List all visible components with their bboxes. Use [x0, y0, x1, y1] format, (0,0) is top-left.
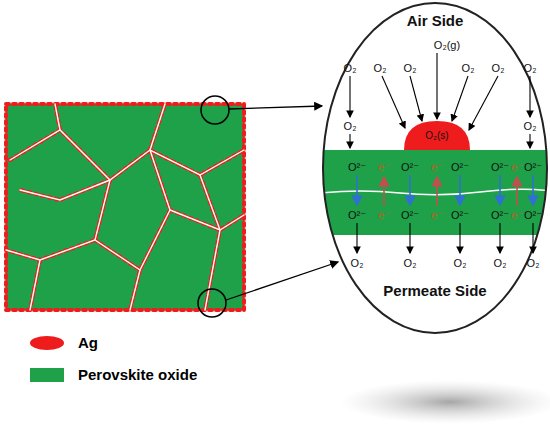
species-label: O₂: [454, 258, 467, 269]
magnified-view: [320, 3, 550, 333]
species-label: O²⁻: [451, 162, 469, 173]
species-label: O²⁻: [348, 162, 366, 173]
species-label: O₂: [494, 258, 507, 269]
species-label: O₂: [524, 121, 537, 132]
species-label: O₂: [527, 258, 540, 269]
species-label: e⁻: [511, 210, 523, 221]
species-label: O₂(s): [425, 131, 448, 141]
species-label: O₂: [351, 258, 364, 269]
species-label: e⁻: [378, 162, 390, 173]
side-label: Air Side: [407, 13, 464, 28]
legend-entry: Ag: [30, 334, 98, 351]
species-label: O₂: [344, 121, 357, 132]
species-label: O²⁻: [524, 210, 542, 221]
species-label: O₂: [524, 63, 537, 74]
species-label: O₂(g): [434, 40, 460, 51]
species-label: O₂: [404, 258, 417, 269]
species-label: O₂: [462, 63, 475, 74]
species-label: O₂: [374, 63, 387, 74]
legend-text: Ag: [78, 334, 98, 351]
species-label: O₂: [404, 63, 417, 74]
species-label: e⁻: [431, 162, 443, 173]
shadow: [340, 380, 550, 424]
species-label: O²⁻: [401, 210, 419, 221]
membrane-overview: [6, 96, 338, 317]
species-label: e⁻: [431, 210, 443, 221]
species-label: O²⁻: [401, 162, 419, 173]
legend-swatch: [30, 336, 64, 350]
species-label: O₂: [344, 63, 357, 74]
side-label: Permeate Side: [383, 283, 486, 298]
species-label: O²⁻: [451, 210, 469, 221]
legend-entry: Perovskite oxide: [30, 366, 197, 383]
species-label: O²⁻: [524, 162, 542, 173]
species-label: O₂: [492, 63, 505, 74]
species-label: e⁻: [378, 210, 390, 221]
legend-swatch: [30, 368, 64, 382]
legend-text: Perovskite oxide: [78, 366, 197, 383]
species-label: e⁻: [511, 162, 523, 173]
species-label: O²⁻: [348, 210, 366, 221]
species-label: O²⁻: [491, 210, 509, 221]
species-label: O²⁻: [491, 162, 509, 173]
